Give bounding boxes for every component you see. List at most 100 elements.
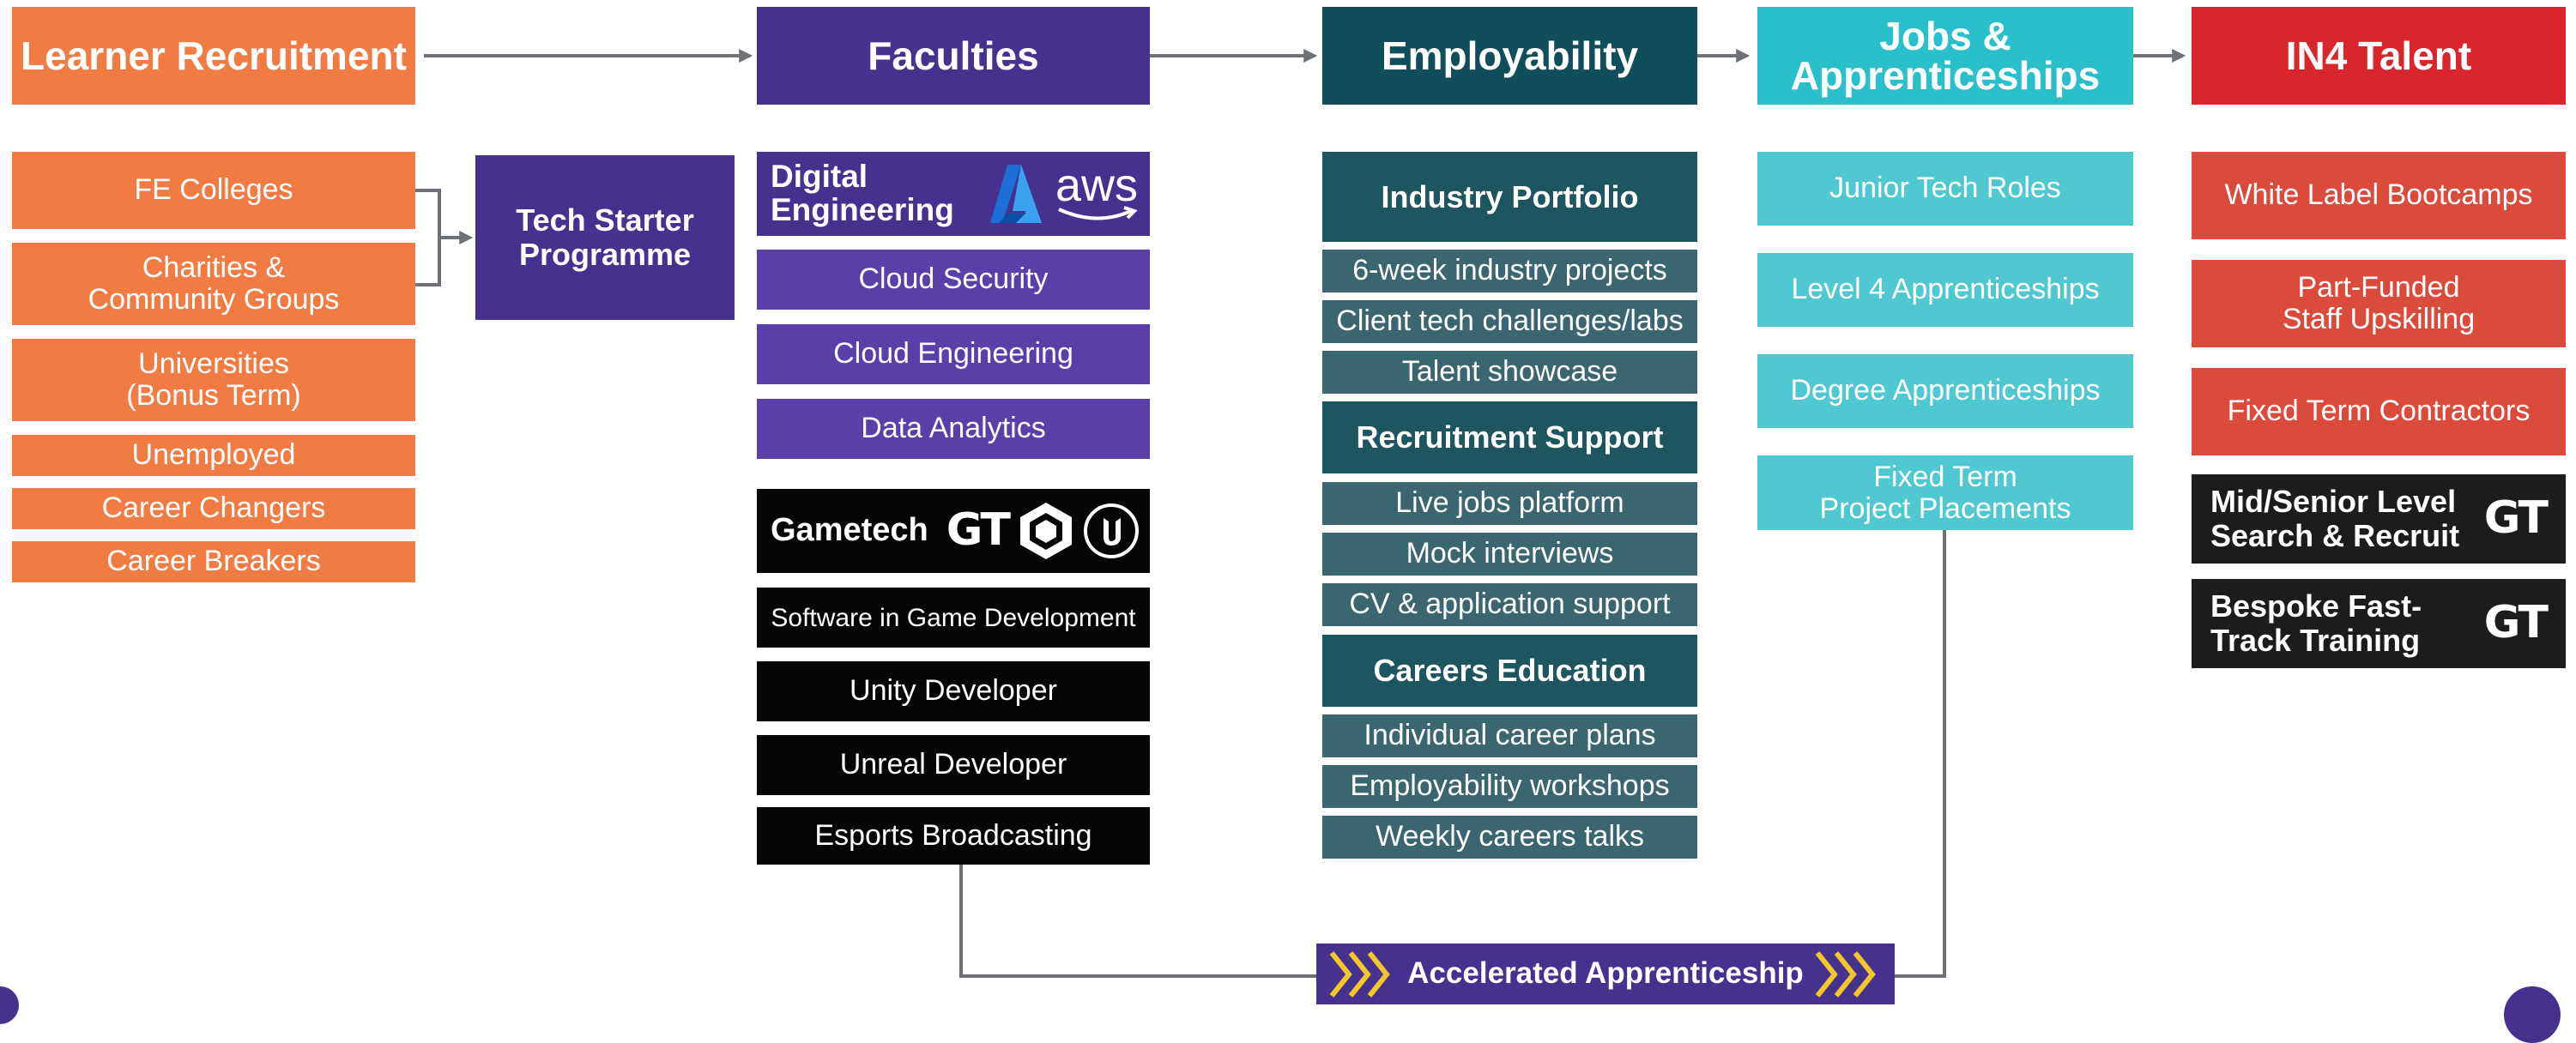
- aws-smile-icon: [1058, 206, 1138, 220]
- unreal-icon: [1084, 503, 1139, 558]
- accelerated-label: Accelerated Apprenticeship: [1407, 956, 1804, 991]
- item-label: Employability workshops: [1350, 769, 1670, 803]
- recruitment-item-career-changers: Career Changers: [12, 488, 415, 529]
- gametech-logos: GT: [946, 501, 1140, 561]
- header-jobs-apprenticeships: Jobs & Apprenticeships: [1757, 7, 2133, 105]
- faculty-item-software-game-dev: Software in Game Development: [757, 588, 1150, 648]
- item-label: Career Breakers: [106, 545, 321, 578]
- employability-section-careers-education: Careers Education: [1322, 635, 1697, 707]
- recruitment-item-charities: Charities & Community Groups: [12, 243, 415, 325]
- unity-icon: [1020, 503, 1072, 559]
- digital-engineering-title: Digital Engineering: [771, 159, 954, 227]
- section-title: Recruitment Support: [1356, 419, 1664, 455]
- item-label: Data Analytics: [861, 412, 1046, 445]
- header-faculties: Faculties: [757, 7, 1150, 105]
- faculty-item-cloud-security: Cloud Security: [757, 250, 1150, 310]
- gametech-title: Gametech: [771, 512, 928, 549]
- employability-section-recruitment-support: Recruitment Support: [1322, 401, 1697, 473]
- employability-item: Weekly careers talks: [1322, 816, 1697, 859]
- jobs-item-junior-tech-roles: Junior Tech Roles: [1757, 152, 2133, 226]
- in4-item-fixed-term-contractors: Fixed Term Contractors: [2192, 368, 2566, 455]
- faculty-item-unity-developer: Unity Developer: [757, 661, 1150, 721]
- item-label: CV & application support: [1349, 588, 1671, 621]
- employability-item: Live jobs platform: [1322, 482, 1697, 525]
- jobs-item-level4: Level 4 Apprenticeships: [1757, 253, 2133, 327]
- line-jobs-to-accelerated: [1895, 530, 1946, 978]
- item-label: 6-week industry projects: [1352, 254, 1667, 287]
- item-label: Degree Apprenticeships: [1790, 374, 2101, 407]
- accelerated-apprenticeship-banner: Accelerated Apprenticeship: [1316, 944, 1895, 1004]
- header-label: Employability: [1381, 33, 1639, 78]
- section-title: Industry Portfolio: [1381, 178, 1639, 214]
- item-label: Level 4 Apprenticeships: [1791, 273, 2100, 306]
- in4-item-part-funded: Part-Funded Staff Upskilling: [2192, 260, 2566, 347]
- corner-dot-right: [2504, 986, 2561, 1043]
- header-label: Jobs & Apprenticeships: [1790, 14, 2101, 98]
- item-label: Career Changers: [101, 491, 326, 525]
- aws-logo-icon: aws: [1055, 159, 1138, 224]
- item-label: Unity Developer: [850, 674, 1057, 708]
- azure-icon: [989, 165, 1042, 223]
- item-label: Mid/Senior Level Search & Recruit: [2210, 484, 2460, 553]
- item-label: Charities & Community Groups: [88, 250, 340, 316]
- jobs-item-fixed-term-placements: Fixed Term Project Placements: [1757, 455, 2133, 530]
- item-label: Mock interviews: [1406, 537, 1614, 570]
- item-label: Fixed Term Project Placements: [1819, 460, 2071, 525]
- item-label: Cloud Security: [858, 262, 1049, 296]
- faculty-item-cloud-engineering: Cloud Engineering: [757, 324, 1150, 384]
- item-label: Fixed Term Contractors: [2227, 395, 2531, 428]
- in4-item-bespoke-training: Bespoke Fast- Track Training GT: [2192, 579, 2566, 668]
- digital-engineering-header: Digital Engineering aws: [757, 152, 1150, 236]
- item-label: Talent showcase: [1401, 355, 1618, 389]
- employability-item: CV & application support: [1322, 583, 1697, 626]
- header-learner-recruitment: Learner Recruitment: [12, 7, 415, 105]
- item-label: Live jobs platform: [1395, 486, 1624, 520]
- jobs-item-degree: Degree Apprenticeships: [1757, 354, 2133, 428]
- employability-item: Individual career plans: [1322, 714, 1697, 757]
- recruitment-item-fe-colleges: FE Colleges: [12, 152, 415, 229]
- in4-item-white-label-bootcamps: White Label Bootcamps: [2192, 152, 2566, 239]
- item-label: Individual career plans: [1364, 719, 1656, 752]
- item-label: FE Colleges: [134, 173, 293, 207]
- item-label: Esports Broadcasting: [814, 818, 1092, 852]
- item-label: Software in Game Development: [771, 603, 1136, 632]
- header-label: Learner Recruitment: [21, 33, 407, 78]
- gametech-logo-icon: GT: [946, 504, 1011, 557]
- gametech-logo-icon: GT: [2483, 597, 2549, 649]
- faculty-item-data-analytics: Data Analytics: [757, 399, 1150, 459]
- tech-starter-label: Tech Starter Programme: [516, 202, 694, 272]
- item-label: White Label Bootcamps: [2224, 178, 2533, 212]
- employability-section-industry-portfolio: Industry Portfolio: [1322, 152, 1697, 242]
- item-label: Part-Funded Staff Upskilling: [2282, 271, 2476, 335]
- gametech-header: Gametech GT: [757, 489, 1150, 573]
- faculty-item-esports-broadcasting: Esports Broadcasting: [757, 807, 1150, 865]
- tech-starter-programme: Tech Starter Programme: [475, 155, 735, 320]
- item-label: Universities (Bonus Term): [126, 347, 301, 412]
- faculty-item-unreal-developer: Unreal Developer: [757, 735, 1150, 795]
- employability-item: Employability workshops: [1322, 765, 1697, 808]
- item-label: Bespoke Fast- Track Training: [2210, 588, 2422, 658]
- item-label: Unemployed: [131, 438, 296, 472]
- bracket-to-tech-starter: [415, 189, 441, 286]
- header-label: Faculties: [868, 33, 1039, 78]
- employability-item: Talent showcase: [1322, 351, 1697, 394]
- recruitment-item-career-breakers: Career Breakers: [12, 541, 415, 582]
- recruitment-item-universities: Universities (Bonus Term): [12, 339, 415, 421]
- digital-engineering-logos: aws: [989, 161, 1138, 226]
- employability-item: Client tech challenges/labs: [1322, 300, 1697, 343]
- gametech-logo-icon: GT: [2483, 492, 2549, 545]
- employability-item: 6-week industry projects: [1322, 250, 1697, 292]
- header-employability: Employability: [1322, 7, 1697, 105]
- header-in4-talent: IN4 Talent: [2192, 7, 2566, 105]
- item-label: Cloud Engineering: [833, 337, 1073, 371]
- item-label: Junior Tech Roles: [1829, 172, 2061, 205]
- chevrons-right-icon: [1815, 950, 1876, 998]
- line-esports-to-accelerated: [959, 865, 1316, 978]
- header-label: IN4 Talent: [2285, 33, 2472, 78]
- recruitment-item-unemployed: Unemployed: [12, 435, 415, 476]
- corner-dot-left: [0, 986, 19, 1024]
- employability-item: Mock interviews: [1322, 533, 1697, 576]
- aws-logo-text: aws: [1055, 159, 1138, 211]
- item-label: Weekly careers talks: [1375, 820, 1645, 853]
- in4-item-mid-senior-search: Mid/Senior Level Search & Recruit GT: [2192, 474, 2566, 564]
